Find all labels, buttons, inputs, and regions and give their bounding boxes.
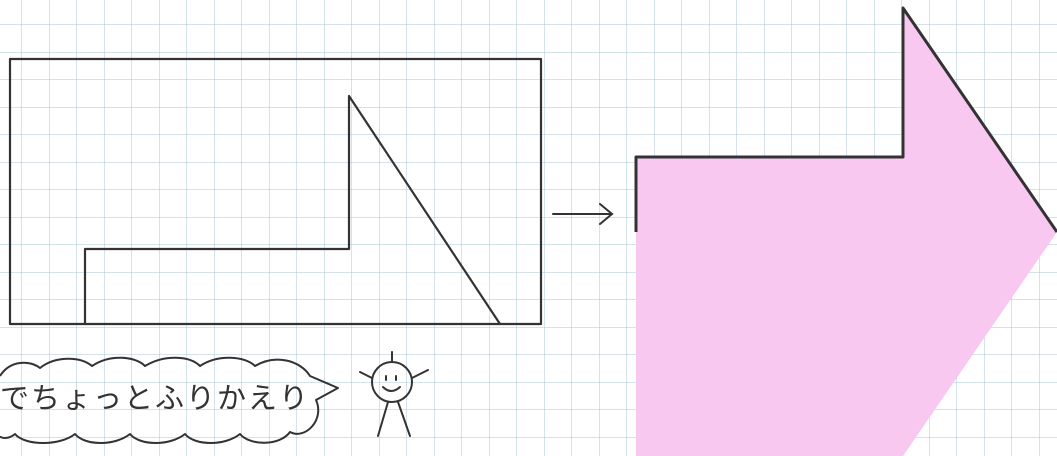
small-right-arrow-icon (552, 203, 614, 225)
stick-figure-icon (359, 351, 429, 437)
speech-bubble-text: でちょっとふりかえり (0, 381, 311, 415)
rectangle-diagram (8, 57, 543, 326)
big-pink-arrow-icon (634, 6, 1057, 456)
speech-bubble-outline (0, 356, 339, 444)
inner-arrow-outline (83, 94, 502, 326)
outer-rectangle (8, 57, 543, 326)
